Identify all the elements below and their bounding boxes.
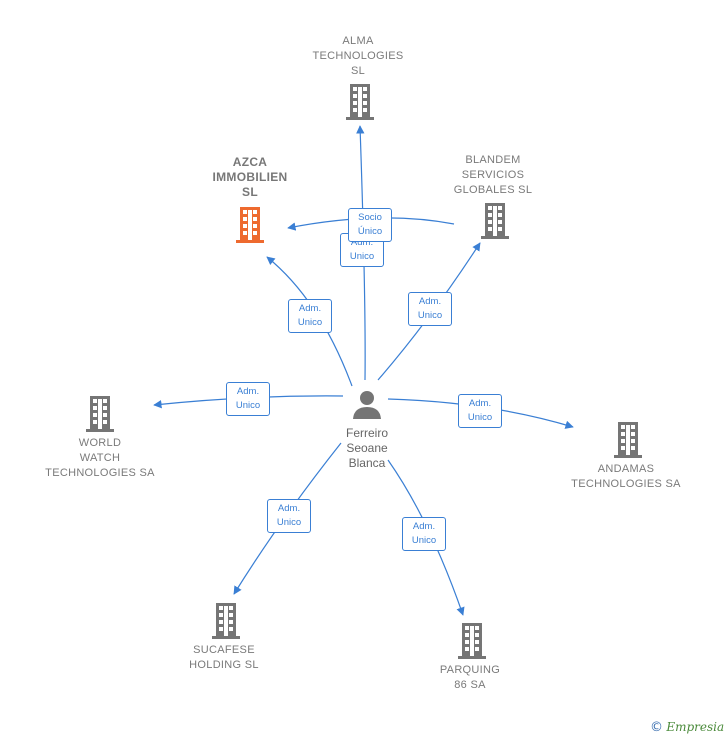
node-label-azca[interactable]: AZCA IMMOBILIEN SL	[212, 155, 288, 199]
edge-label-adm-parquing[interactable]: Adm. Unico	[402, 517, 446, 551]
edge-label-adm-world[interactable]: Adm. Unico	[226, 382, 270, 416]
node-label-blandem[interactable]: BLANDEM SERVICIOS GLOBALES SL	[453, 154, 533, 196]
edge-label-adm-sucafese[interactable]: Adm. Unico	[267, 499, 311, 533]
person-name-label[interactable]: Ferreiro Seoane Blanca	[345, 426, 388, 470]
building-icon[interactable]	[86, 396, 114, 432]
person-icon[interactable]	[352, 389, 382, 419]
edge-label-socio-unico[interactable]: Socio Único	[348, 208, 392, 242]
building-icon[interactable]	[458, 623, 486, 659]
copyright-symbol: ©	[650, 720, 663, 735]
building-icon[interactable]	[481, 203, 509, 239]
building-icon[interactable]	[346, 84, 374, 120]
node-label-alma[interactable]: ALMA TECHNOLOGIES SL	[312, 35, 404, 77]
edge-label-adm-blandem[interactable]: Adm. Unico	[408, 292, 452, 326]
building-icon-focus[interactable]	[236, 207, 264, 243]
edge-to-alma	[356, 125, 366, 381]
building-icon[interactable]	[614, 422, 642, 458]
empresia-watermark: © Empresia	[650, 720, 724, 735]
node-label-world[interactable]: WORLD WATCH TECHNOLOGIES SA	[45, 437, 155, 479]
building-icon[interactable]	[212, 603, 240, 639]
edge-label-adm-andamas[interactable]: Adm. Unico	[458, 394, 502, 428]
brand-logo: Empresia	[666, 720, 725, 734]
edge-label-adm-azca[interactable]: Adm. Unico	[288, 299, 332, 333]
node-label-parquing[interactable]: PARQUING 86 SA	[439, 664, 501, 691]
node-label-sucafese[interactable]: SUCAFESE HOLDING SL	[189, 644, 259, 671]
node-label-andamas[interactable]: ANDAMAS TECHNOLOGIES SA	[571, 463, 681, 490]
